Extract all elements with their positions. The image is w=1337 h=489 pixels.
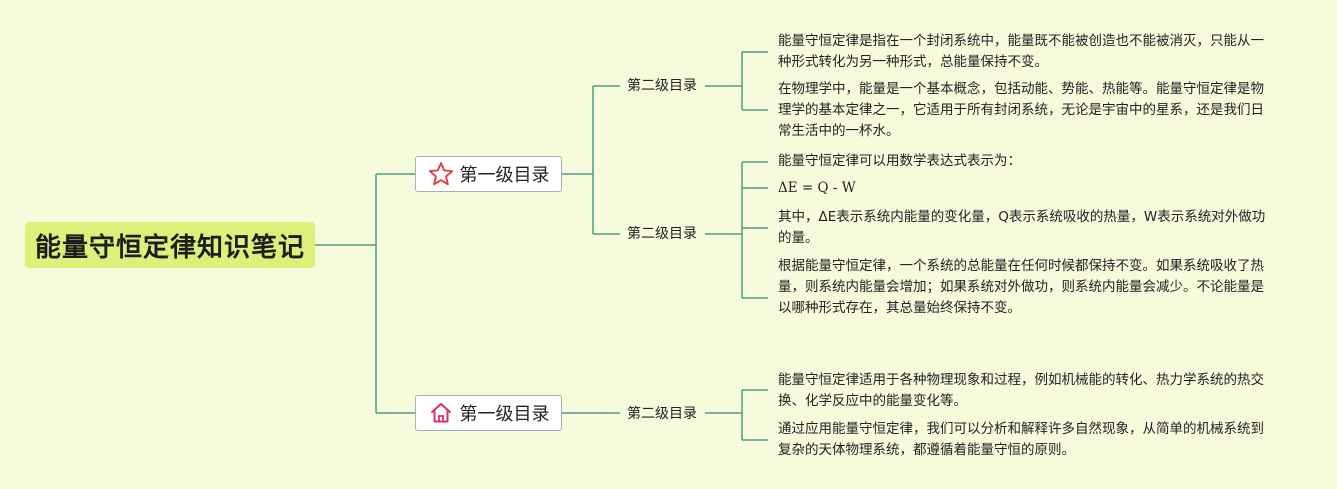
level1-label: 第一级目录 bbox=[459, 165, 550, 186]
note-text[interactable]: 能量守恒定律适用于各种物理现象和过程，例如机械能的转化、热力学系统的热交换、化学… bbox=[778, 372, 1264, 409]
root-topic[interactable]: 能量守恒定律知识笔记 bbox=[25, 222, 315, 268]
note-text[interactable]: 根据能量守恒定律，一个系统的总能量在任何时候都保持不变。如果系统吸收了热量，则系… bbox=[778, 258, 1264, 316]
level2-node-3[interactable]: 第二级目录 bbox=[627, 406, 697, 422]
level2-node-2[interactable]: 第二级目录 bbox=[627, 226, 697, 242]
level1-node-1[interactable]: 第一级目录 bbox=[415, 156, 562, 192]
star-icon bbox=[428, 161, 454, 187]
level2-node-1[interactable]: 第二级目录 bbox=[627, 78, 697, 94]
level1-label: 第一级目录 bbox=[459, 404, 550, 425]
note-text[interactable]: 通过应用能量守恒定律，我们可以分析和解释许多自然现象，从简单的机械系统到复杂的天… bbox=[778, 421, 1264, 458]
note-text[interactable]: 能量守恒定律是指在一个封闭系统中，能量既不能被创造也不能被消灭，只能从一种形式转… bbox=[778, 33, 1264, 70]
note-text[interactable]: 其中，ΔE表示系统内能量的变化量，Q表示系统吸收的热量，W表示系统对外做功的量。 bbox=[778, 209, 1266, 246]
note-formula[interactable]: ΔE = Q - W bbox=[778, 180, 856, 196]
level1-node-2[interactable]: 第一级目录 bbox=[415, 395, 562, 431]
home-icon bbox=[428, 400, 454, 426]
note-text[interactable]: 能量守恒定律可以用数学表达式表示为： bbox=[778, 153, 1021, 169]
note-text[interactable]: 在物理学中，能量是一个基本概念，包括动能、势能、热能等。能量守恒定律是物理学的基… bbox=[778, 81, 1264, 139]
